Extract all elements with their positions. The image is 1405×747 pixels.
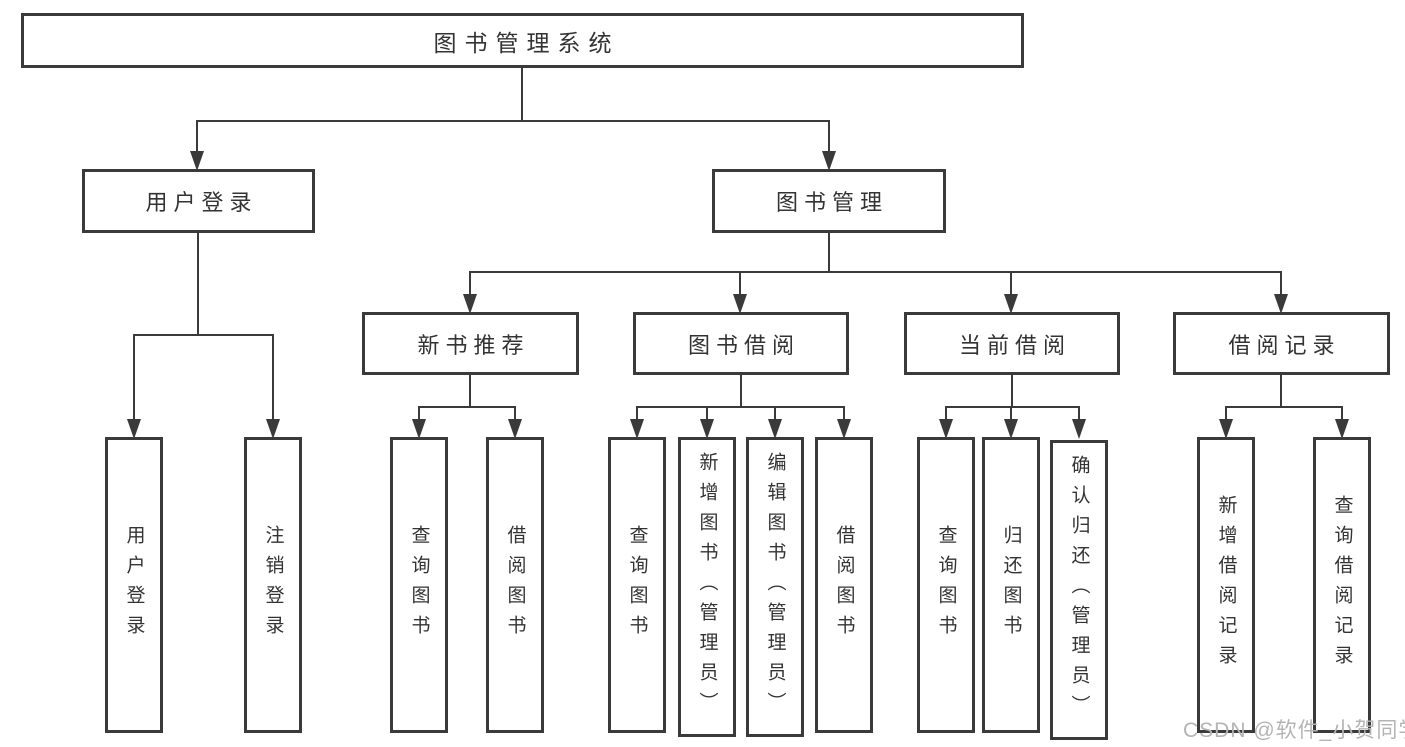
arrow-down-icon <box>1219 419 1233 439</box>
connector-to-leaf-user-login <box>133 334 135 432</box>
arrow-down-icon <box>822 151 836 171</box>
connector-root-stem <box>521 68 523 120</box>
connector-new-book-bus <box>419 406 516 408</box>
arrow-down-icon <box>127 419 141 439</box>
node-label: 借阅记录 <box>1228 332 1341 358</box>
leaf-user-login: 用户登录 <box>105 437 163 733</box>
connector-book-management-stem <box>828 233 830 271</box>
leaf-add-book-admin: 新增图书（管理员） <box>678 437 736 737</box>
connector-to-book-management <box>828 120 830 164</box>
connector-to-new-book-recommendation <box>469 271 471 307</box>
leaf-label: 查询图书 <box>626 525 648 645</box>
connector-to-user-login <box>196 120 198 164</box>
connector-borrowing-records-stem <box>1280 375 1282 406</box>
connector-current-borrowing-bus <box>946 406 1080 408</box>
arrow-down-icon <box>412 419 426 439</box>
leaf-label: 确认归还（管理员） <box>1068 455 1090 725</box>
leaf-return-books: 归还图书 <box>982 437 1040 733</box>
arrow-down-icon <box>190 151 204 171</box>
node-label: 用户登录 <box>145 190 258 215</box>
connector-root-bus <box>197 120 830 122</box>
arrow-down-icon <box>463 294 477 314</box>
node-label: 当前借阅 <box>958 332 1071 358</box>
leaf-label: 新增图书（管理员） <box>696 452 718 722</box>
leaf-label: 编辑图书（管理员） <box>764 452 786 722</box>
leaf-label: 查询图书 <box>408 525 430 645</box>
connector-book-management-bus <box>470 271 1282 273</box>
leaf-add-borrow-record: 新增借阅记录 <box>1197 437 1255 733</box>
node-book-management: 图书管理 <box>712 169 946 233</box>
leaf-borrow-books-borrowing: 借阅图书 <box>815 437 873 733</box>
arrow-down-icon <box>837 419 851 439</box>
node-library-management-system: 图书管理系统 <box>21 13 1024 68</box>
leaf-label: 查询借阅记录 <box>1331 495 1353 675</box>
node-user-login: 用户登录 <box>82 169 315 233</box>
arrow-down-icon <box>630 419 644 439</box>
connector-user-login-stem <box>197 233 199 334</box>
arrow-down-icon <box>508 419 522 439</box>
arrow-down-icon <box>733 294 747 314</box>
leaf-query-books-recommend: 查询图书 <box>390 437 448 733</box>
arrow-down-icon <box>1274 294 1288 314</box>
leaf-label: 查询图书 <box>935 525 957 645</box>
leaf-label: 借阅图书 <box>504 525 526 645</box>
connector-book-borrowing-bus <box>637 406 845 408</box>
node-book-borrowing: 图书借阅 <box>633 312 849 375</box>
arrow-down-icon <box>1004 294 1018 314</box>
leaf-label: 注销登录 <box>262 525 284 645</box>
arrow-down-icon <box>1335 419 1349 439</box>
arrow-down-icon <box>1004 419 1018 439</box>
leaf-query-books-borrowing: 查询图书 <box>608 437 666 733</box>
leaf-label: 用户登录 <box>123 525 145 645</box>
watermark-csdn: CSDN @软件_小贺同学 <box>1183 719 1405 742</box>
arrow-down-icon <box>768 419 782 439</box>
arrow-down-icon <box>700 419 714 439</box>
leaf-label: 借阅图书 <box>833 525 855 645</box>
leaf-logout-login: 注销登录 <box>244 437 302 733</box>
leaf-query-books-current: 查询图书 <box>917 437 975 733</box>
leaf-borrow-books-recommend: 借阅图书 <box>486 437 544 733</box>
connector-to-book-borrowing <box>739 271 741 307</box>
arrow-down-icon <box>1072 419 1086 439</box>
connector-borrowing-records-bus <box>1226 406 1343 408</box>
leaf-edit-book-admin: 编辑图书（管理员） <box>746 437 804 737</box>
connector-to-leaf-logout <box>272 334 274 432</box>
leaf-query-borrow-record: 查询借阅记录 <box>1313 437 1371 733</box>
arrow-down-icon <box>266 419 280 439</box>
node-label: 新书推荐 <box>417 332 530 358</box>
connector-current-borrowing-stem <box>1011 375 1013 406</box>
connector-book-borrowing-stem <box>740 375 742 406</box>
node-new-book-recommendation: 新书推荐 <box>362 312 579 375</box>
connector-new-book-stem <box>469 375 471 406</box>
node-current-borrowing: 当前借阅 <box>904 312 1120 375</box>
connector-to-borrowing-records <box>1280 271 1282 307</box>
node-label: 图书管理系统 <box>433 29 620 56</box>
leaf-label: 归还图书 <box>1000 525 1022 645</box>
connector-to-current-borrowing <box>1010 271 1012 307</box>
node-label: 图书借阅 <box>687 332 800 358</box>
leaf-confirm-return-admin: 确认归还（管理员） <box>1050 440 1108 740</box>
node-borrowing-records: 借阅记录 <box>1173 312 1390 375</box>
node-label: 图书管理 <box>775 190 888 215</box>
arrow-down-icon <box>939 419 953 439</box>
connector-user-login-bus <box>134 334 274 336</box>
leaf-label: 新增借阅记录 <box>1215 495 1237 675</box>
